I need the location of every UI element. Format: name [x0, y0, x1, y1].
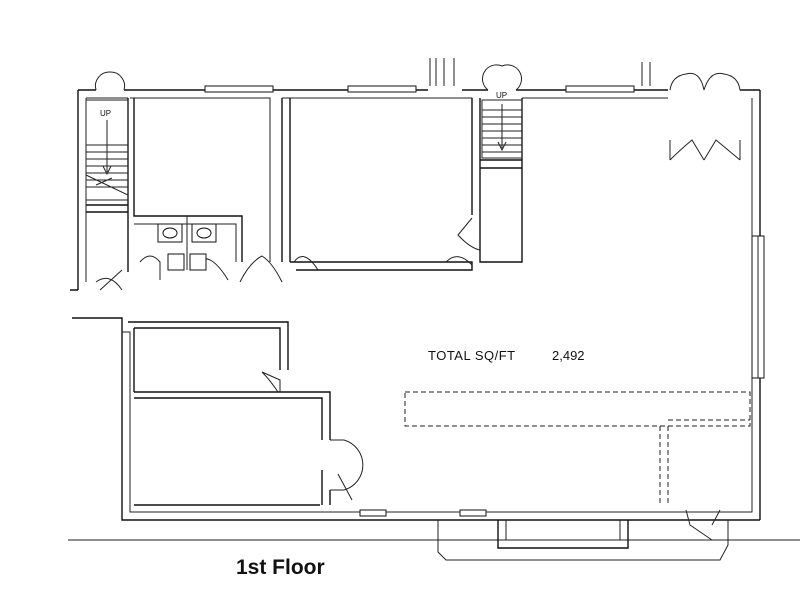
exterior-walls	[70, 89, 761, 521]
stair-right	[481, 99, 523, 159]
stair-left-up-label: UP	[100, 109, 111, 118]
interior-walls	[86, 98, 523, 506]
bay-projection	[437, 520, 729, 561]
total-sqft-value: 2,492	[552, 348, 585, 363]
windows	[204, 58, 765, 517]
stair-right-up-label: UP	[496, 91, 507, 100]
doors	[94, 64, 741, 541]
floor-title: 1st Floor	[236, 556, 325, 579]
bathroom-fixtures	[157, 216, 217, 271]
total-sqft-label: TOTAL SQ/FT	[428, 348, 516, 363]
dashed-counter	[404, 391, 751, 505]
stair-left	[85, 99, 129, 201]
